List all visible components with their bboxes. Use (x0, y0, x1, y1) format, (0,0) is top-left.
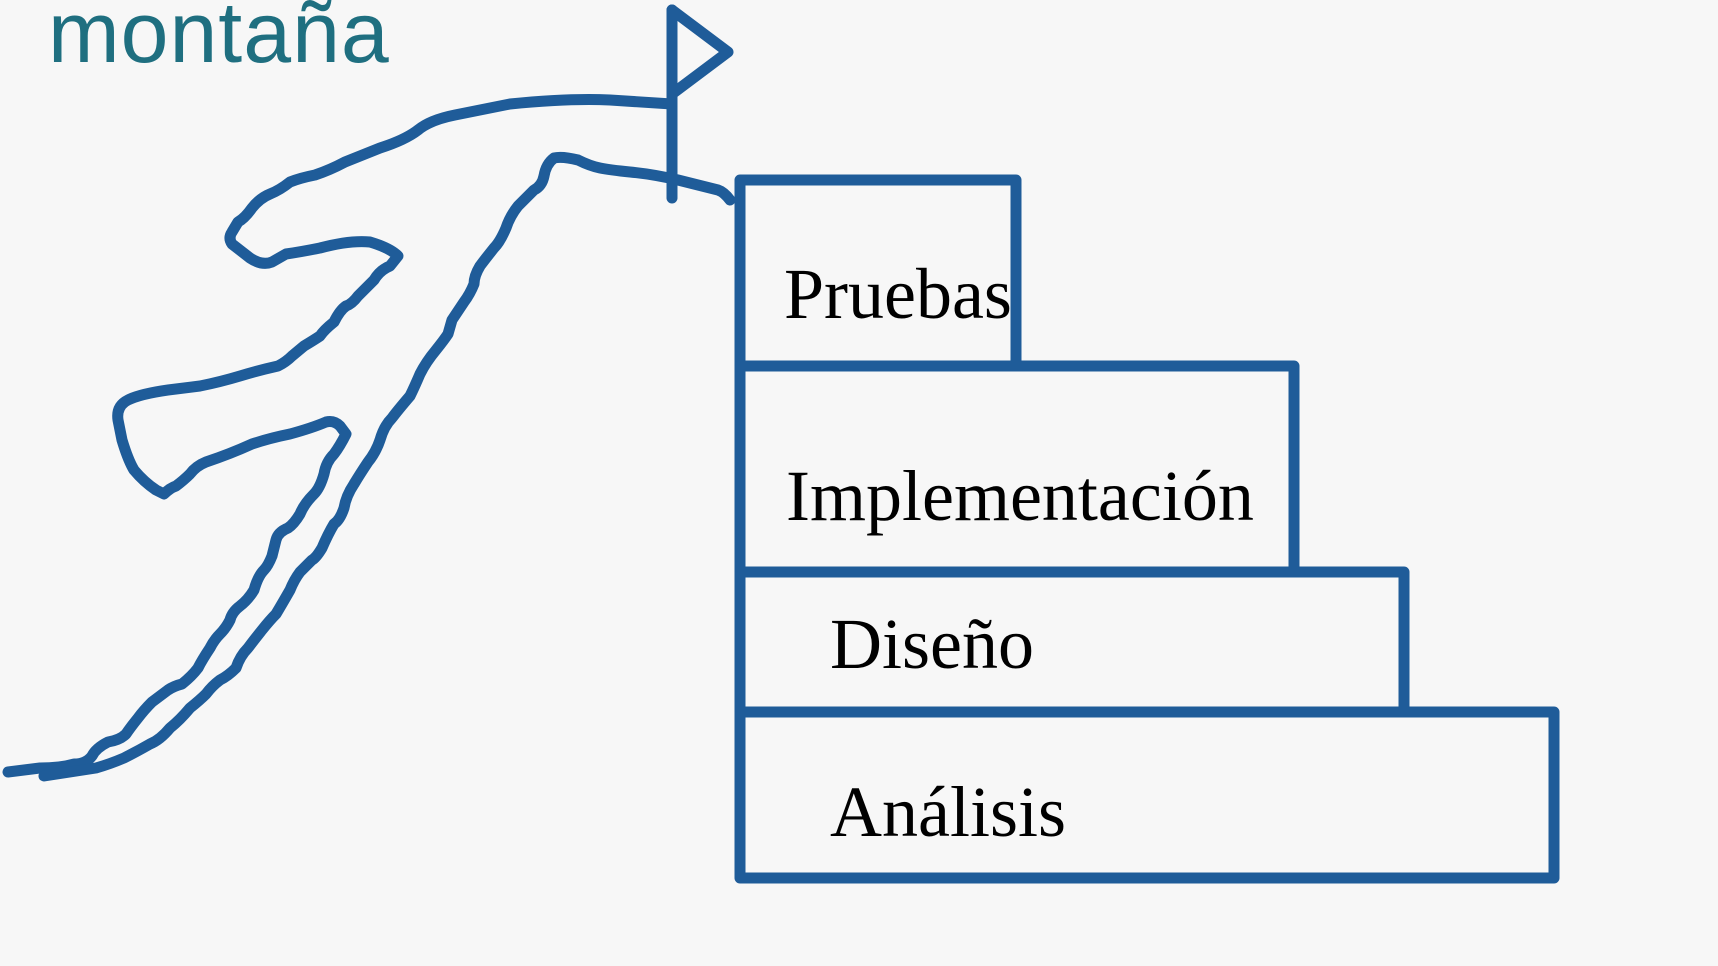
slide-title: montaña (48, 0, 390, 81)
step-label-analisis: Análisis (830, 772, 1067, 852)
step-box-analisis (734, 706, 1560, 884)
step-label-diseno: Diseño (830, 604, 1034, 684)
mountain-outer-contour (2, 94, 678, 778)
flag-icon (666, 4, 734, 100)
step-label-pruebas: Pruebas (784, 254, 1012, 334)
step-label-implementacion: Implementación (786, 456, 1254, 536)
mountain-inner-contour (38, 151, 736, 782)
